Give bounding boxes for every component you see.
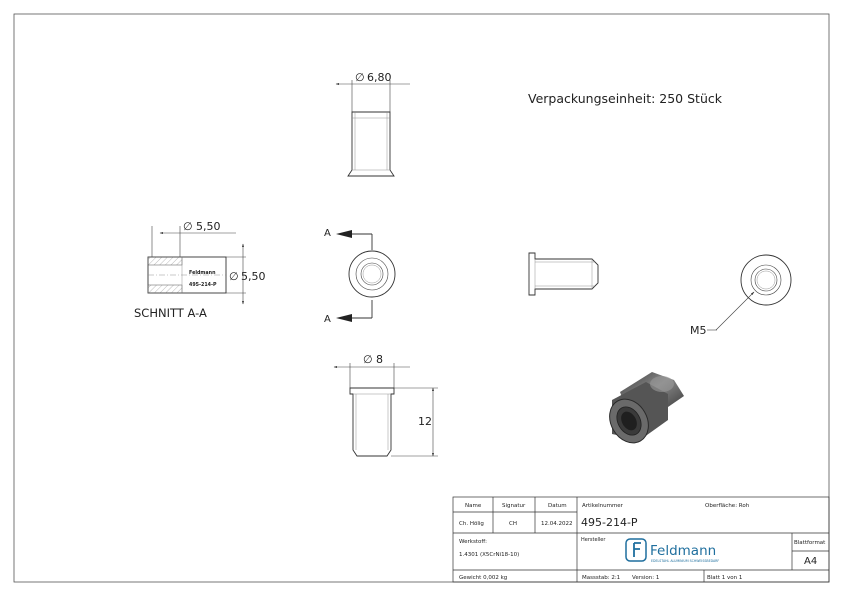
dim-bottom-diameter-symbol: ∅ <box>363 353 373 366</box>
dim-section-right-symbol: ∅ <box>229 270 239 283</box>
logo-subtext: EDELSTAHL ALUMINIUM SCHWEISSBEDARF <box>651 559 719 563</box>
tb-value-name: Ch. Hölig <box>459 521 484 527</box>
section-view: ∅ 5,50 Feldmann 495-214-P ∅ 5,50 SCHNITT… <box>134 220 266 320</box>
side-view-bottom: ∅ 8 12 <box>333 353 438 457</box>
tb-value-signatur: CH <box>509 521 517 527</box>
tb-blatt: Blatt 1 von 1 <box>707 575 742 581</box>
tb-hersteller-label: Hersteller <box>581 537 606 543</box>
section-marker-bottom: A <box>324 314 331 325</box>
dim-section-right-diameter: 5,50 <box>241 270 266 283</box>
side-view-top: ∅ 6,80 <box>335 71 410 177</box>
tb-header-signatur: Signatur <box>502 503 526 509</box>
tb-header-datum: Datum <box>548 503 567 509</box>
front-view: A A <box>324 228 396 325</box>
logo-text: Feldmann <box>650 543 716 559</box>
packaging-note: Verpackungseinheit: 250 Stück <box>528 91 723 106</box>
tb-gewicht: Gewicht 0,002 kg <box>459 575 507 581</box>
dim-section-top-diameter: 5,50 <box>196 220 221 233</box>
sheet-border <box>13 13 830 583</box>
tb-artikel-value: 495-214-P <box>581 516 638 529</box>
tb-werkstoff-value: 1.4301 (X5CrNi18-10) <box>459 552 519 558</box>
side-view-horizontal <box>528 252 599 296</box>
tb-value-datum: 12.04.2022 <box>541 521 573 527</box>
dim-section-top-symbol: ∅ <box>183 220 193 233</box>
dim-height: 12 <box>418 415 432 428</box>
end-view-thread: M5 <box>690 254 792 337</box>
tb-artikel-label: Artikelnummer <box>582 503 624 509</box>
tb-massstab: Massstab: 2:1 <box>582 575 620 581</box>
tb-blattformat-value: A4 <box>804 556 817 567</box>
dim-top-diameter: 6,80 <box>367 71 392 84</box>
tb-werkstoff-label: Werkstoff: <box>459 539 487 545</box>
section-text-brand: Feldmann <box>189 270 216 276</box>
tb-version: Version: 1 <box>632 575 659 581</box>
dim-bottom-diameter: 8 <box>376 353 383 366</box>
title-block: Name Signatur Datum Ch. Hölig CH 12.04.2… <box>452 496 830 583</box>
feldmann-logo: Feldmann EDELSTAHL ALUMINIUM SCHWEISSBED… <box>625 538 719 563</box>
nut-3d-render <box>609 372 684 444</box>
tb-oberflaeche: Oberfläche: Roh <box>705 503 750 509</box>
tb-blattformat-label: Blattformat <box>794 540 826 546</box>
dim-thread: M5 <box>690 324 707 337</box>
section-marker-top: A <box>324 228 331 239</box>
section-text-article: 495-214-P <box>189 282 217 288</box>
dim-top-diameter-symbol: ∅ <box>355 71 365 84</box>
section-label: SCHNITT A-A <box>134 306 207 320</box>
tb-header-name: Name <box>465 503 482 509</box>
